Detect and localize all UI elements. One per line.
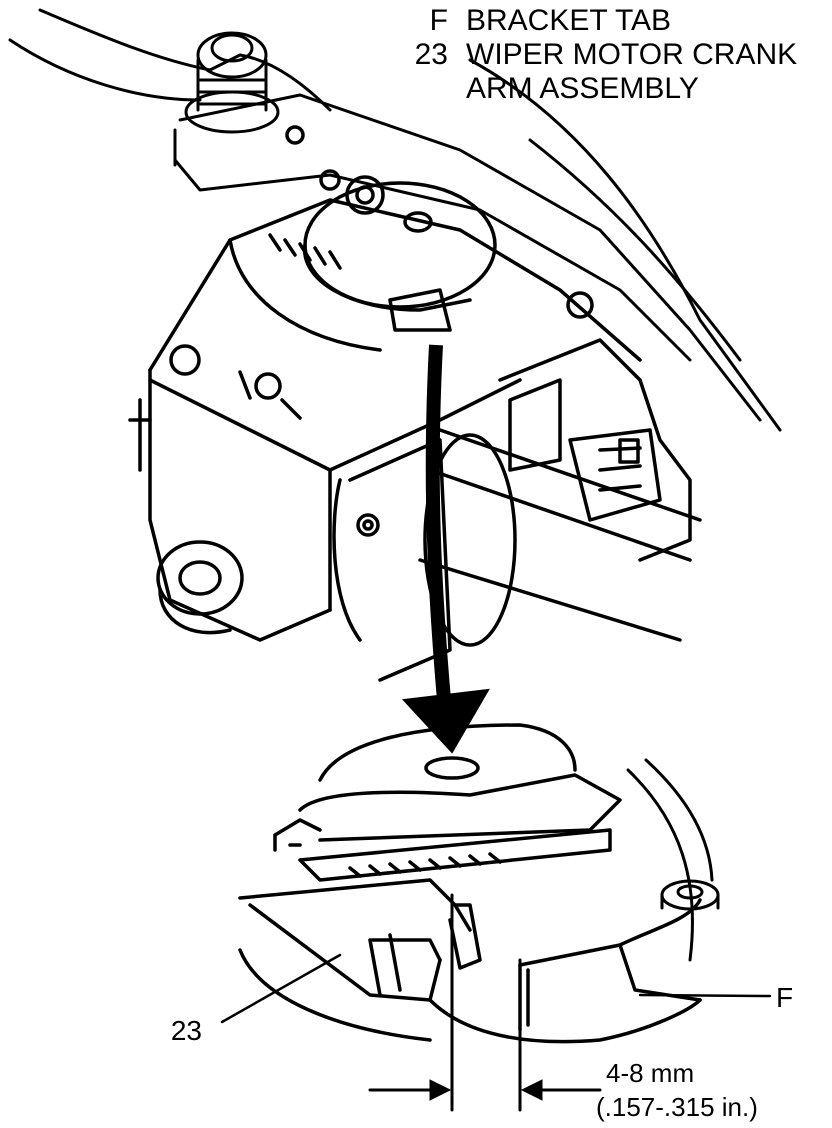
callout-crank-arm: 23 <box>171 1015 202 1046</box>
dimension-metric: 4-8 mm <box>606 1058 694 1088</box>
motor-housing <box>128 198 642 642</box>
legend: F BRACKET TAB 23 WIPER MOTOR CRANK ARM A… <box>415 4 798 105</box>
dimension-lines <box>368 893 602 1112</box>
lower-crank-disc <box>273 723 622 882</box>
legend-key-f: F <box>430 4 448 37</box>
legend-text-23-cont: ARM ASSEMBLY <box>466 72 699 105</box>
direction-arrow <box>401 344 490 754</box>
leader-lines <box>220 953 772 1024</box>
motor-body <box>332 428 702 682</box>
callout-bracket-tab: F <box>776 982 793 1013</box>
mounting-ear <box>156 540 244 635</box>
legend-text-f: BRACKET TAB <box>466 4 671 37</box>
dimension-arrows <box>429 1079 543 1101</box>
dimension-label: 4-8 mm (.157-.315 in.) <box>596 1058 758 1122</box>
crank-arm-assembly <box>238 878 482 1002</box>
legend-text-23: WIPER MOTOR CRANK <box>466 38 797 71</box>
bracket-tab <box>238 898 702 1044</box>
leader-bracket-tab <box>638 993 772 998</box>
pivot-stud <box>184 31 280 134</box>
legend-key-23: 23 <box>415 38 448 71</box>
dimension-imperial: (.157-.315 in.) <box>596 1092 758 1122</box>
wiper-linkage-arm <box>8 8 782 432</box>
leader-crank-arm <box>220 953 342 1024</box>
upper-crank-disc <box>268 125 594 332</box>
housing-outline <box>626 758 720 962</box>
electrical-connector <box>498 338 692 562</box>
